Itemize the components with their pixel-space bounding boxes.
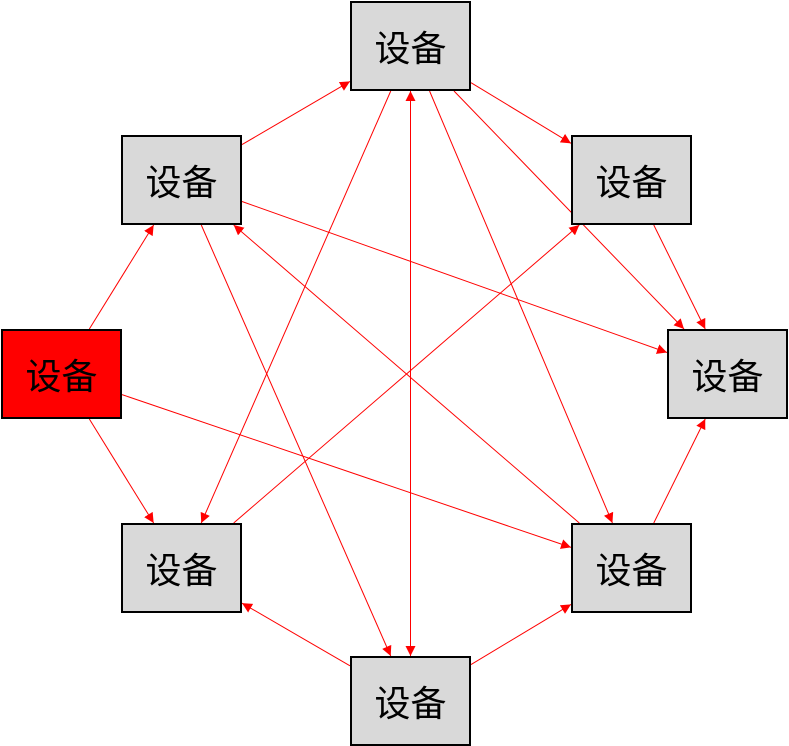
edge-bot-to-ll — [241, 602, 351, 667]
device-node-upper-right[interactable]: 设备 — [571, 135, 692, 225]
device-node-left-source[interactable]: 设备 — [1, 329, 122, 419]
edge-top-to-lr — [429, 90, 614, 524]
edge-bot-to-lr — [470, 603, 572, 666]
edge-l-to-ul — [88, 224, 155, 330]
edge-lr-to-r — [653, 418, 706, 524]
edge-top-to-ur — [470, 82, 572, 144]
device-label: 设备 — [691, 357, 764, 398]
device-label: 设备 — [374, 684, 447, 725]
device-node-bottom[interactable]: 设备 — [350, 656, 471, 746]
device-label: 设备 — [374, 29, 447, 70]
device-label: 设备 — [145, 163, 218, 204]
edge-ul-to-bot — [200, 224, 392, 657]
device-node-top[interactable]: 设备 — [350, 1, 471, 91]
edge-ur-to-r — [653, 224, 706, 330]
device-label: 设备 — [145, 551, 218, 592]
device-node-right[interactable]: 设备 — [667, 329, 788, 419]
edge-ul-to-top — [241, 80, 351, 146]
device-label: 设备 — [595, 551, 668, 592]
edge-top-to-r — [453, 90, 685, 330]
device-node-upper-left[interactable]: 设备 — [121, 135, 242, 225]
edge-l-to-lr — [121, 394, 572, 549]
edge-ll-to-ur — [233, 224, 580, 524]
edge-l-to-ll — [88, 418, 155, 524]
edge-ul-to-r — [241, 201, 668, 354]
device-node-lower-left[interactable]: 设备 — [121, 523, 242, 613]
device-label: 设备 — [595, 163, 668, 204]
edge-top-to-ll — [200, 90, 392, 524]
device-label: 设备 — [25, 357, 98, 398]
device-node-lower-right[interactable]: 设备 — [571, 523, 692, 613]
